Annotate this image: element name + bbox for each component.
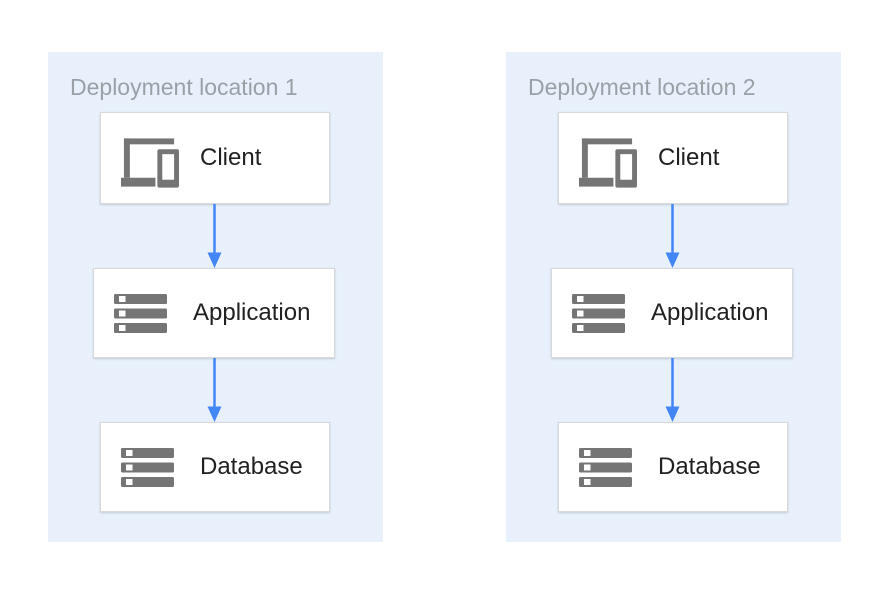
- node-label: Database: [658, 453, 761, 480]
- server-stack-icon: [579, 447, 637, 487]
- node-label: Client: [658, 144, 720, 171]
- server-stack-icon: [121, 447, 179, 487]
- node-database: Database: [558, 422, 788, 512]
- node-client: Client: [100, 112, 330, 204]
- node-label: Application: [651, 299, 769, 326]
- arrow-application-to-database: [665, 358, 680, 422]
- zone-title: Deployment location 1: [70, 74, 298, 100]
- node-label: Client: [200, 144, 262, 171]
- node-database: Database: [100, 422, 330, 512]
- node-label: Application: [193, 299, 311, 326]
- node-application: Application: [551, 268, 793, 358]
- devices-icon: [579, 128, 637, 188]
- deployment-zone-2: Deployment location 2 Client: [506, 52, 841, 542]
- devices-icon: [121, 128, 179, 188]
- arrow-client-to-application: [207, 204, 222, 268]
- deployment-zone-1: Deployment location 1 Client: [48, 52, 383, 542]
- arrow-application-to-database: [207, 358, 222, 422]
- zone-title: Deployment location 2: [528, 74, 756, 100]
- node-label: Database: [200, 453, 303, 480]
- node-client: Client: [558, 112, 788, 204]
- arrow-client-to-application: [665, 204, 680, 268]
- server-stack-icon: [572, 293, 630, 333]
- server-stack-icon: [114, 293, 172, 333]
- node-application: Application: [93, 268, 335, 358]
